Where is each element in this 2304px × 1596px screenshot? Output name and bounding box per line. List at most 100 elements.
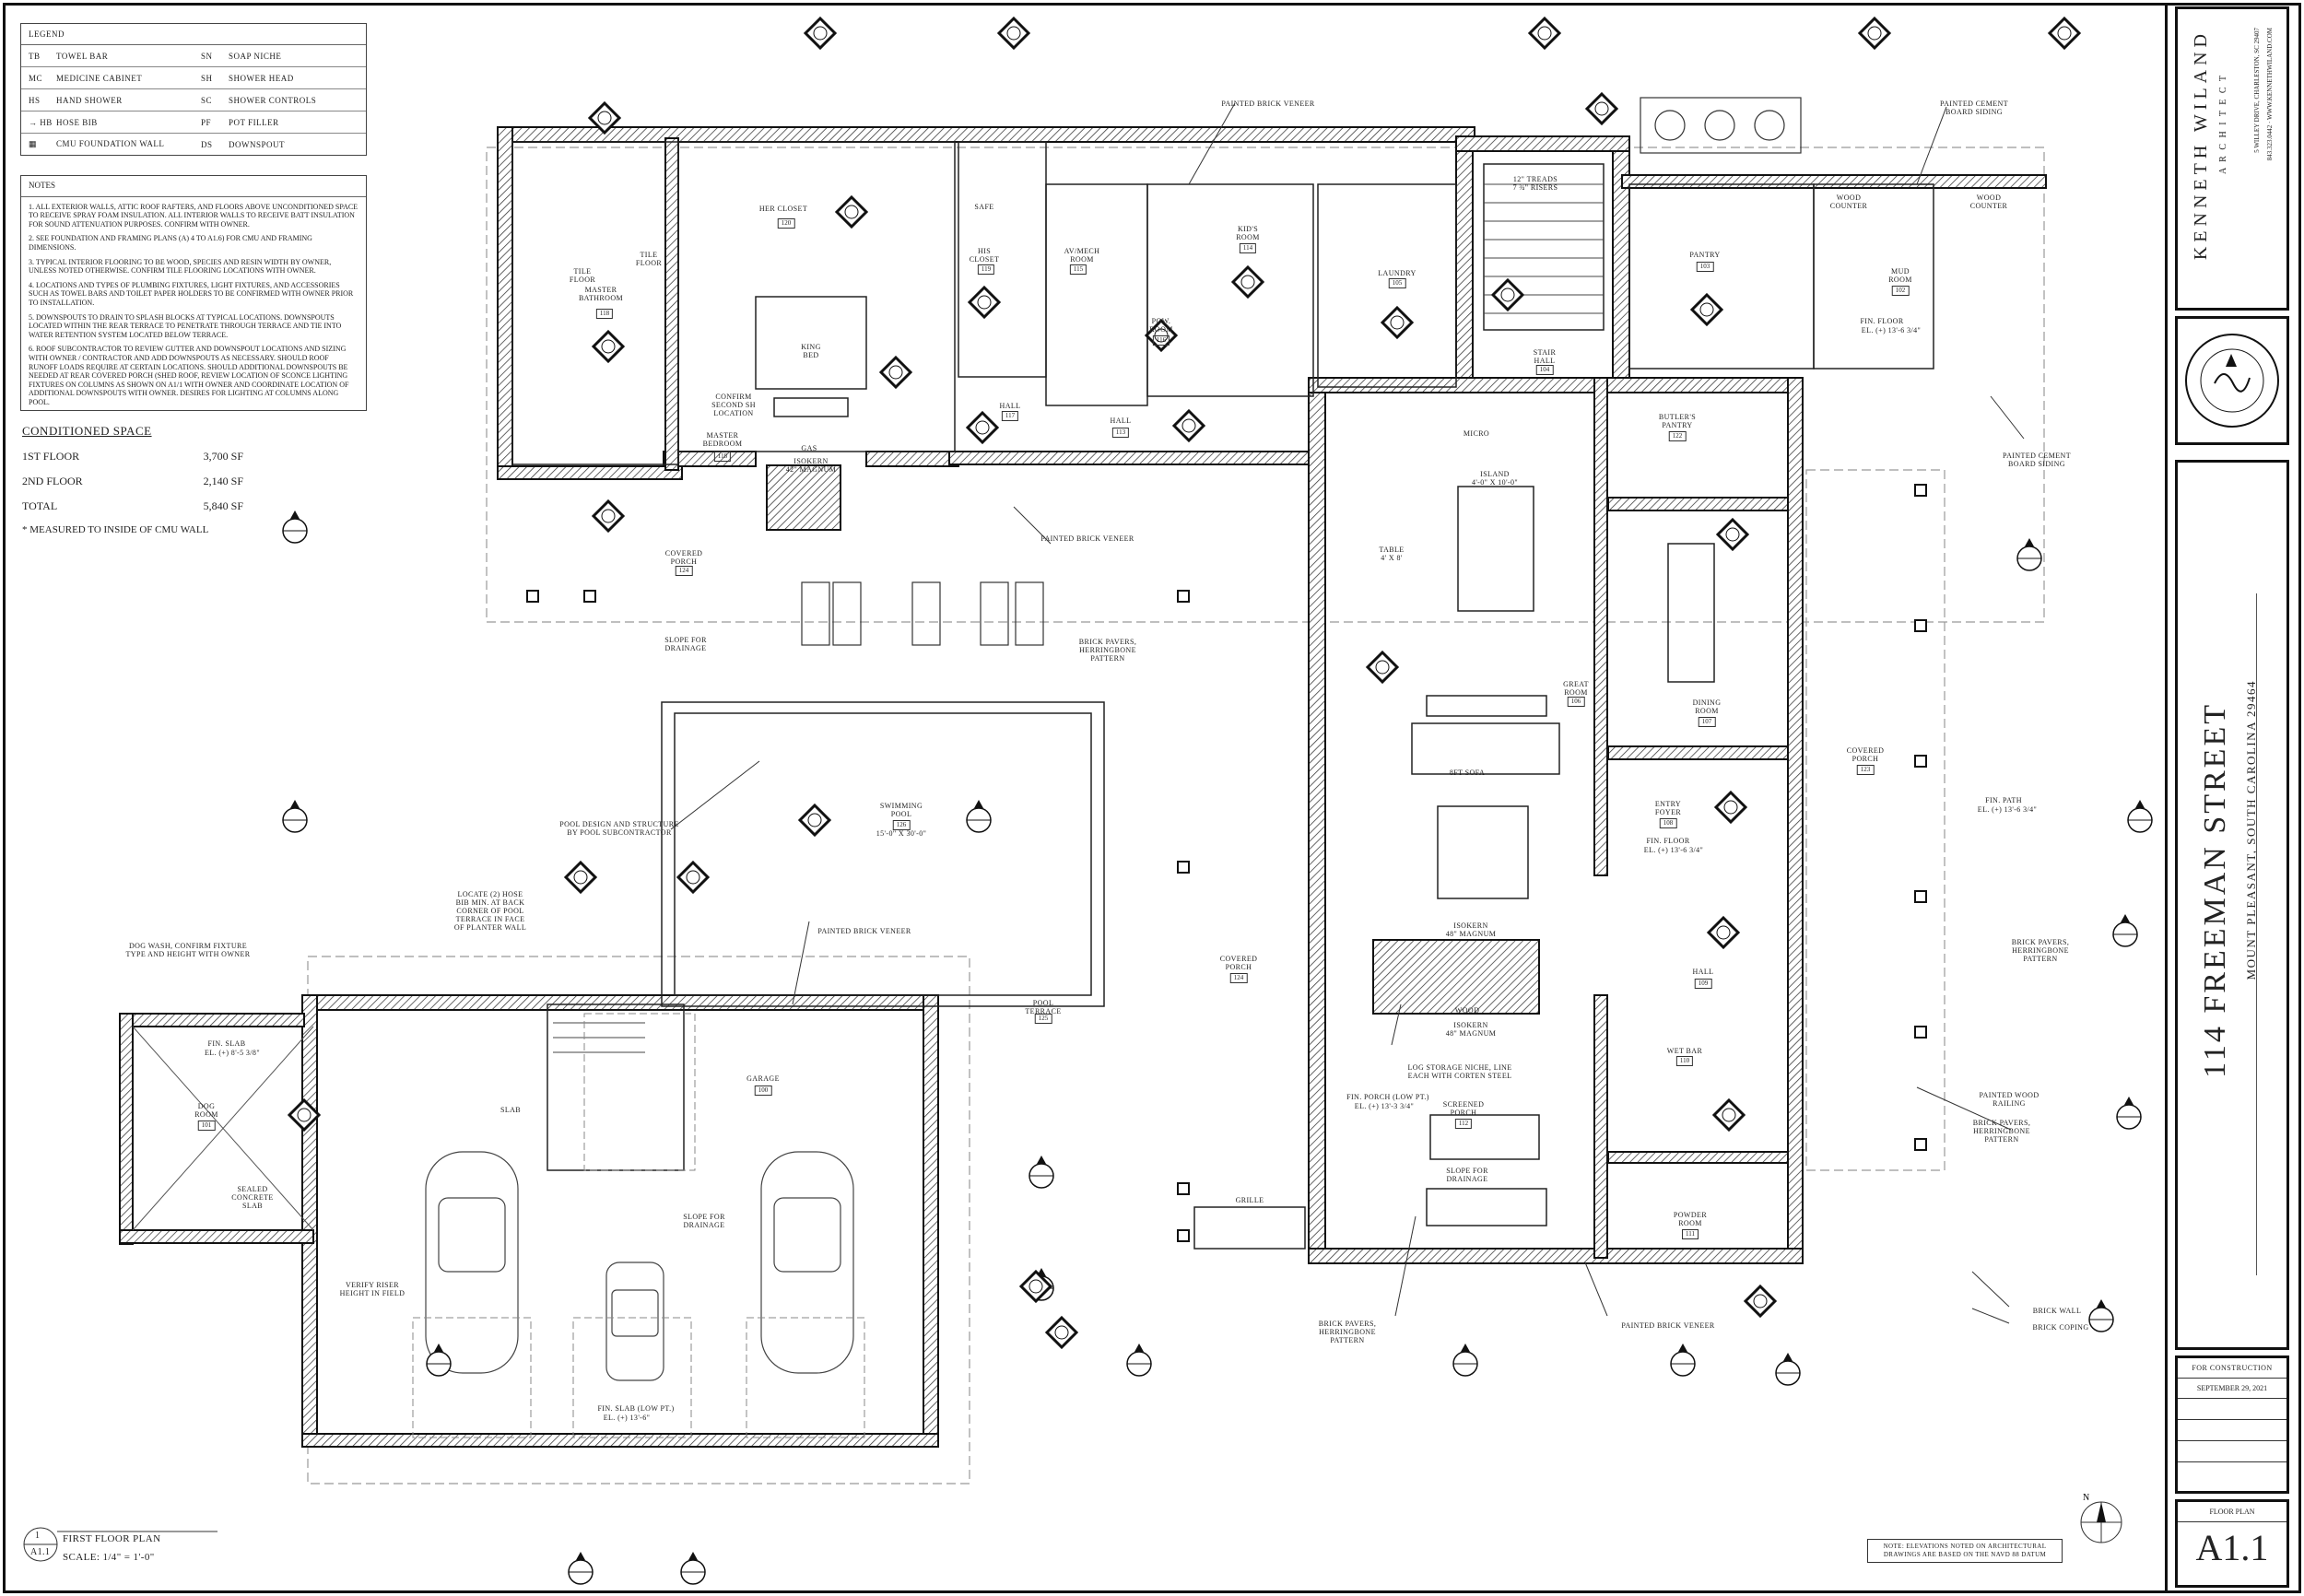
his-closet-label: HIS CLOSET bbox=[969, 247, 1000, 264]
brick-wall-note: BRICK WALL bbox=[2032, 1307, 2082, 1315]
room-number-tag: 107 bbox=[1698, 717, 1716, 727]
architect-name: KENNETH WILAND bbox=[2191, 29, 2211, 261]
svg-text:N: N bbox=[2083, 1493, 2089, 1503]
room-number-tag: 111 bbox=[1682, 1229, 1699, 1239]
covered-porch-label: COVERED PORCH bbox=[1219, 955, 1258, 971]
room-number-tag: 118 bbox=[713, 452, 732, 462]
architect-address: 5 WILLEY DRIVE, CHARLESTON, SC 29407 bbox=[2253, 28, 2261, 153]
legend-name: SHOWER CONTROLS bbox=[229, 95, 317, 105]
conditioned-space-value: 5,840 SF bbox=[203, 499, 243, 512]
great-room-label: GREAT ROOM bbox=[1563, 680, 1589, 697]
verify-riser-note: VERIFY RISER HEIGHT IN FIELD bbox=[339, 1281, 406, 1297]
finish-floor-tag: FIN. FLOOR bbox=[1860, 317, 1904, 325]
screened-porch-label: SCREENED PORCH bbox=[1442, 1100, 1485, 1117]
room-number-tag: 126 bbox=[892, 820, 911, 830]
av-mech-room-label: AV/MECH ROOM bbox=[1064, 247, 1100, 264]
note-item: 5. DOWNSPOUTS TO DRAIN TO SPLASH BLOCKS … bbox=[29, 312, 342, 339]
pow-room-label: POW. ROOM bbox=[1149, 317, 1173, 334]
micro-label: MICRO bbox=[1463, 429, 1490, 438]
dog-wash-note: DOG WASH, CONFIRM FIXTURE TYPE AND HEIGH… bbox=[125, 942, 251, 958]
finish-slab-tag: FIN. SLAB bbox=[207, 1039, 246, 1048]
wood-label: WOOD bbox=[1454, 1006, 1480, 1015]
notes-title: NOTES bbox=[21, 176, 366, 197]
safe-label: SAFE bbox=[974, 203, 994, 211]
tile-floor-label: TILE FLOOR bbox=[635, 251, 663, 267]
brick-coping-note: BRICK COPING bbox=[2032, 1323, 2089, 1332]
room-number-tag: 120 bbox=[777, 218, 795, 229]
mud-room-label: MUD ROOM bbox=[1888, 267, 1912, 284]
hose-bib-note: LOCATE (2) HOSE BIB MIN. AT BACK CORNER … bbox=[453, 890, 527, 932]
kids-room-label: KID'S ROOM bbox=[1236, 225, 1260, 241]
legend-name: HOSE BIB bbox=[56, 117, 98, 127]
room-number-tag: 122 bbox=[1668, 431, 1687, 441]
legend-abbrev: MC bbox=[29, 73, 43, 83]
conditioned-space-row: 1ST FLOOR 3,700 SF bbox=[22, 450, 243, 464]
registered-architect-seal bbox=[2185, 334, 2279, 428]
tile-floor-label: TILE FLOOR bbox=[569, 267, 596, 284]
table-label: TABLE 4' X 8' bbox=[1379, 546, 1405, 562]
swimming-pool-dimensions: 15'-0" X 30'-0" bbox=[876, 829, 927, 838]
legend-abbrev: DS bbox=[201, 139, 213, 149]
covered-porch-label: COVERED PORCH bbox=[664, 549, 703, 566]
conditioned-space-title: CONDITIONED SPACE bbox=[22, 424, 152, 438]
fireplace-label: ISOKERN 48" MAGNUM bbox=[1445, 1021, 1497, 1038]
drawing-title: FIRST FLOOR PLAN bbox=[63, 1533, 161, 1544]
room-number-tag: 114 bbox=[1239, 243, 1257, 253]
gas-label: GAS bbox=[801, 444, 817, 452]
room-number-tag: 101 bbox=[197, 1121, 216, 1131]
project-name: 114 FREEMAN STREET bbox=[2198, 702, 2232, 1078]
room-number-tag: 106 bbox=[1567, 697, 1585, 707]
legend-name: TOWEL BAR bbox=[56, 51, 109, 61]
legend-name: MEDICINE CABINET bbox=[56, 73, 143, 83]
brick-pavers-note: BRICK PAVERS, HERRINGBONE PATTERN bbox=[1078, 638, 1137, 663]
legend-name: DOWNSPOUT bbox=[229, 139, 286, 149]
legend-abbrev: SC bbox=[201, 95, 213, 105]
drawing-title-marker bbox=[23, 1527, 58, 1562]
wet-bar-label: WET BAR bbox=[1666, 1047, 1703, 1055]
conditioned-space-label: 2ND FLOOR bbox=[22, 475, 83, 487]
sheet-label: FLOOR PLAN bbox=[2178, 1502, 2286, 1522]
architect-box: KENNETH WILAND A R C H I T E C T 5 WILLE… bbox=[2175, 6, 2289, 311]
legend-abbrev: PF bbox=[201, 117, 212, 127]
slope-drainage-note: SLOPE FOR DRAINAGE bbox=[683, 1213, 725, 1229]
her-closet-label: HER CLOSET bbox=[758, 205, 808, 213]
brick-pavers-note: BRICK PAVERS, HERRINGBONE PATTERN bbox=[2011, 938, 2070, 963]
laundry-label: LAUNDRY bbox=[1378, 269, 1416, 277]
slope-drainage-note: SLOPE FOR DRAINAGE bbox=[1446, 1167, 1488, 1183]
finish-floor-elevation: EL. (+) 13'-6 3/4" bbox=[1643, 846, 1704, 854]
room-number-tag: 103 bbox=[1696, 262, 1714, 272]
room-number-tag: 112 bbox=[1454, 1119, 1473, 1129]
master-bedroom-label: MASTER BEDROOM bbox=[702, 431, 743, 448]
title-block: KENNETH WILAND A R C H I T E C T 5 WILLE… bbox=[2165, 3, 2299, 1593]
legend-abbrev: HS bbox=[29, 95, 41, 105]
painted-brick-veneer-note: PAINTED BRICK VENEER bbox=[1040, 534, 1134, 543]
island-label: ISLAND 4'-0" X 10'-0" bbox=[1471, 470, 1519, 487]
room-number-tag: 125 bbox=[1034, 1014, 1052, 1024]
painted-brick-veneer-note: PAINTED BRICK VENEER bbox=[1221, 100, 1315, 108]
sealed-concrete-label: SEALED CONCRETE SLAB bbox=[231, 1185, 274, 1210]
swimming-pool-label: SWIMMING POOL bbox=[879, 802, 923, 818]
room-number-tag: 116 bbox=[1152, 335, 1170, 346]
finish-path-tag: FIN. PATH bbox=[1985, 796, 2022, 804]
pool-terrace-label: POOL TERRACE bbox=[1025, 999, 1062, 1015]
legend-abbrev: SH bbox=[201, 73, 213, 83]
room-number-tag: 119 bbox=[977, 264, 995, 275]
drawing-sheet-ref: A1.1 bbox=[30, 1547, 51, 1557]
hall-label: HALL bbox=[999, 402, 1021, 410]
room-number-tag: 102 bbox=[1891, 286, 1910, 296]
seal-box bbox=[2175, 316, 2289, 445]
entry-foyer-label: ENTRY FOYER bbox=[1654, 800, 1682, 816]
slab-label: SLAB bbox=[500, 1106, 522, 1114]
conditioned-space-value: 3,700 SF bbox=[203, 450, 243, 463]
conditioned-space-label: 1ST FLOOR bbox=[22, 450, 80, 463]
log-storage-note: LOG STORAGE NICHE, LINE EACH WITH CORTEN… bbox=[1407, 1063, 1512, 1080]
note-item: 4. LOCATIONS AND TYPES OF PLUMBING FIXTU… bbox=[29, 280, 354, 307]
legend-name: SOAP NICHE bbox=[229, 51, 282, 61]
master-bathroom-label: MASTER BATHROOM bbox=[578, 286, 624, 302]
